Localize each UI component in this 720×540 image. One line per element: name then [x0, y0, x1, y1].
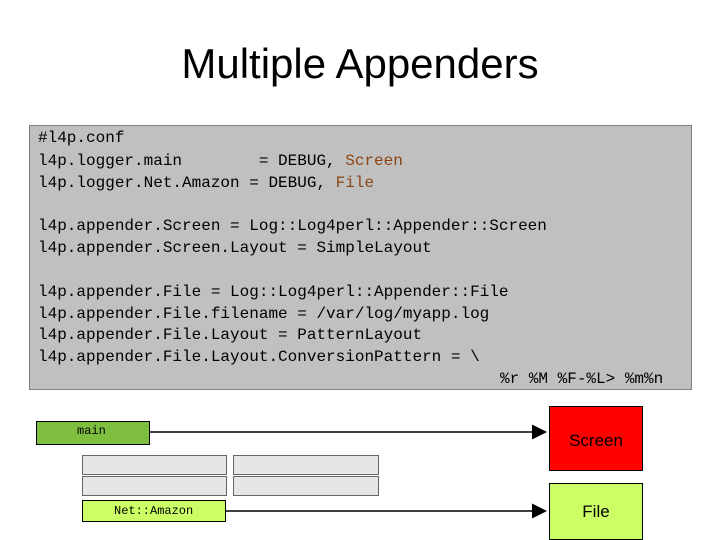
file-appender-label: File — [582, 502, 610, 521]
code-line: l4p.appender.File = Log::Log4perl::Appen… — [38, 283, 509, 301]
logger-node-box — [233, 455, 379, 475]
logger-amazon-box: Net::Amazon — [82, 500, 226, 522]
code-text: l4p.logger.main = DEBUG, — [38, 152, 346, 170]
logger-amazon-label: Net::Amazon — [114, 504, 194, 518]
code-line: l4p.appender.Screen.Layout = SimpleLayou… — [38, 239, 432, 257]
code-text: l4p.logger.Net.Amazon = DEBUG, — [38, 174, 336, 192]
code-line: l4p.logger.main = DEBUG, Screen — [38, 151, 403, 171]
code-line: l4p.appender.File.Layout = PatternLayout — [38, 326, 423, 344]
file-appender-box: File — [549, 483, 643, 540]
code-line: l4p.logger.Net.Amazon = DEBUG, File — [38, 173, 374, 193]
appender-ref-screen: Screen — [345, 152, 403, 170]
logger-main-box: main — [36, 421, 150, 445]
code-line: l4p.appender.File.filename = /var/log/my… — [38, 305, 490, 323]
code-line: l4p.appender.File.Layout.ConversionPatte… — [38, 348, 480, 366]
appender-ref-file: File — [335, 174, 375, 192]
logger-node-box — [82, 455, 227, 475]
logger-main-label: main — [77, 424, 106, 438]
config-code-block: #l4p.conf l4p.logger.main = DEBUG, Scree… — [29, 125, 692, 390]
code-line: l4p.appender.Screen = Log::Log4perl::App… — [38, 217, 547, 235]
slide-title: Multiple Appenders — [181, 40, 539, 87]
code-line: %r %M %F-%L> %m%n — [500, 370, 664, 388]
screen-appender-label: Screen — [569, 431, 623, 450]
logger-node-box — [82, 476, 227, 496]
code-line: #l4p.conf — [38, 129, 125, 147]
logger-node-box — [233, 476, 379, 496]
screen-appender-box: Screen — [549, 406, 643, 471]
